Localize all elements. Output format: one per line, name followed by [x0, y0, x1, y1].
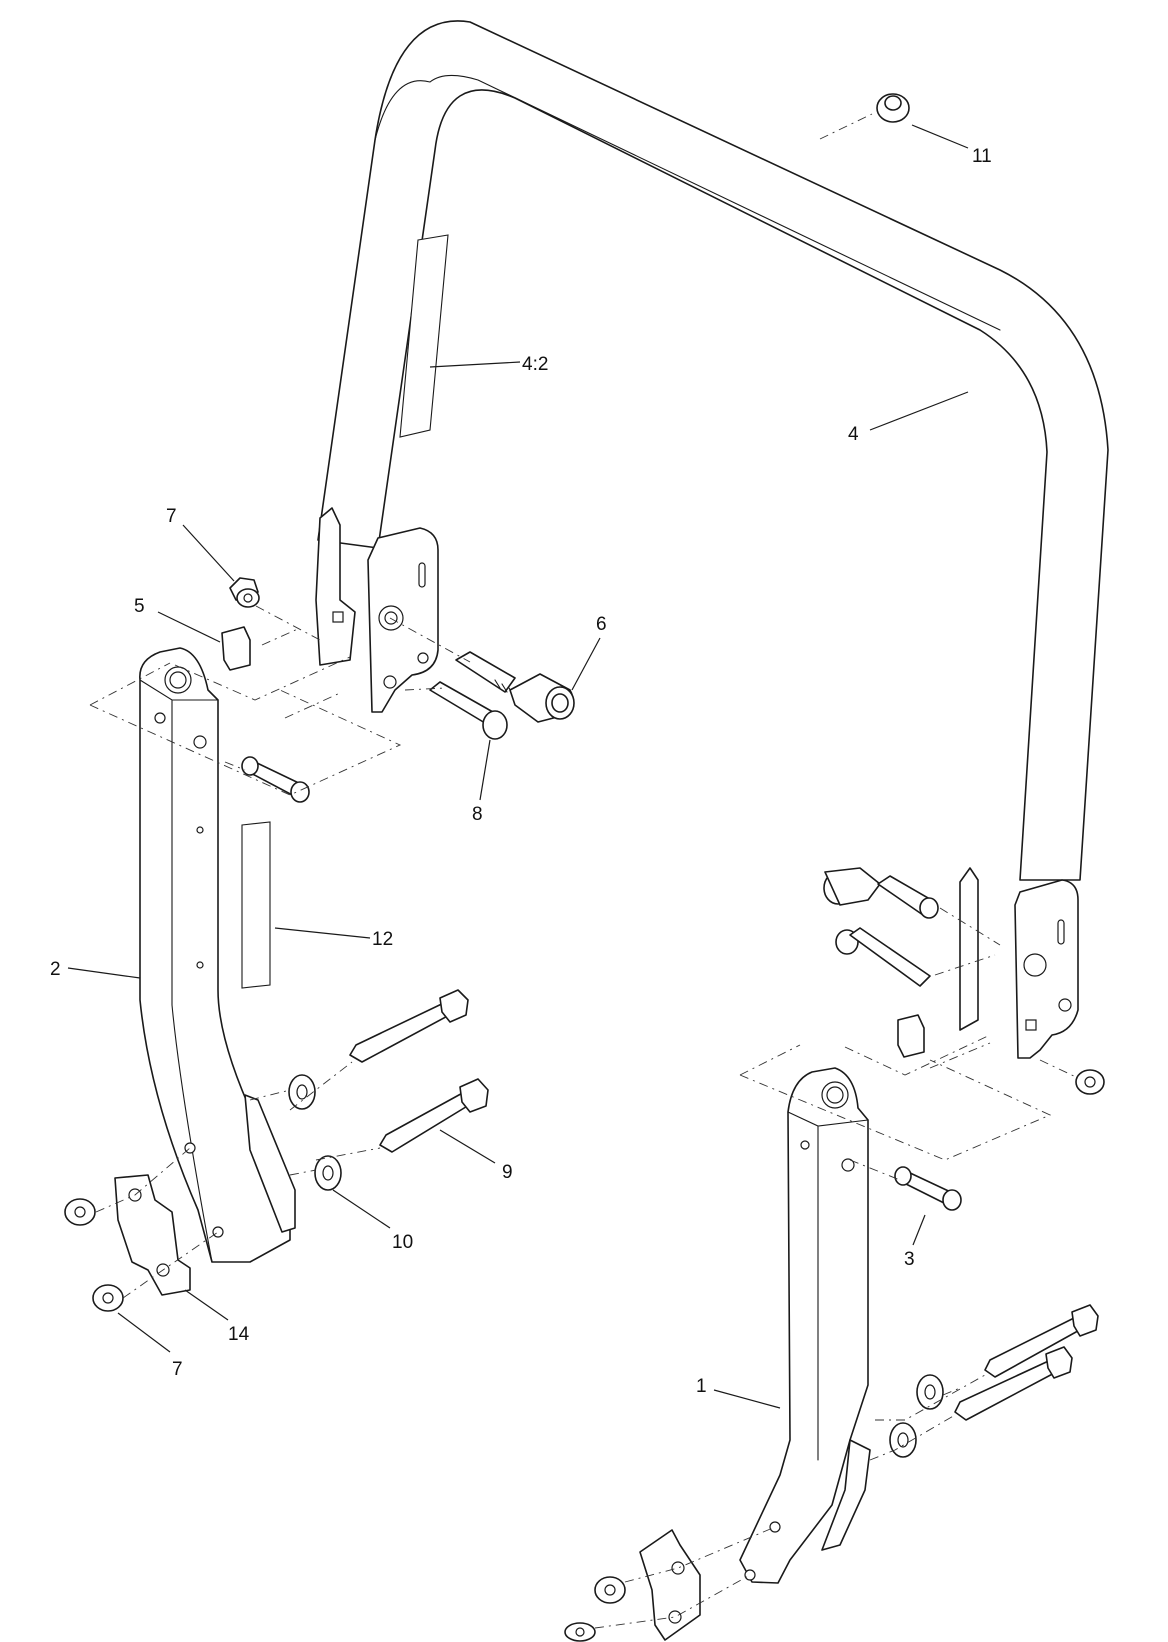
nut-7-top — [229, 577, 260, 608]
washer-right-lower — [889, 1422, 917, 1458]
nut-right-bottom-2 — [564, 1622, 596, 1642]
bolt-9-left-upper — [349, 989, 469, 1063]
nut-right — [1075, 1069, 1105, 1095]
hoop-right-plates — [959, 867, 1079, 1059]
knob-5 — [221, 626, 251, 671]
callout-6: 6 — [596, 614, 607, 635]
right-bracket — [639, 1529, 701, 1641]
left-upright — [139, 647, 296, 1263]
hoop-left-plates — [315, 507, 439, 713]
callout-1: 1 — [696, 1376, 707, 1397]
pin-8 — [429, 681, 508, 740]
washer-right-upper — [916, 1374, 944, 1410]
roll-bar-hoop — [317, 20, 1109, 881]
knob-right — [897, 1014, 925, 1058]
callout-3: 3 — [904, 1249, 915, 1270]
callout-14: 14 — [228, 1324, 250, 1345]
callout-4-2: 4:2 — [522, 354, 548, 375]
spacer-3-left — [241, 756, 310, 803]
alignment-lines — [89, 113, 1079, 1629]
callout-4: 4 — [848, 424, 859, 445]
cap-11 — [876, 93, 910, 123]
bolt-right-lower — [954, 1346, 1073, 1421]
pin-right-8 — [835, 927, 931, 987]
decal-12 — [241, 821, 271, 989]
washer-10-left-upper — [288, 1074, 316, 1110]
washer-10-left-lower — [314, 1155, 342, 1191]
callout-2: 2 — [50, 959, 61, 980]
callout-5: 5 — [134, 596, 145, 617]
callout-9: 9 — [502, 1162, 513, 1183]
bolt-9-left-lower — [379, 1078, 489, 1153]
bolt-right-upper — [984, 1304, 1099, 1378]
callout-12: 12 — [372, 929, 393, 950]
nut-7-bottom — [92, 1284, 124, 1312]
leader-lines — [67, 124, 969, 1409]
nut-left-upper — [64, 1198, 96, 1226]
callout-11: 11 — [972, 146, 992, 167]
right-upright — [739, 1067, 871, 1584]
pin-6 — [455, 651, 575, 723]
callout-7-bottom: 7 — [172, 1359, 183, 1380]
decal-4-2 — [399, 234, 449, 438]
spacer-3-right — [894, 1166, 962, 1211]
nut-right-bottom-1 — [594, 1576, 626, 1604]
callout-8: 8 — [472, 804, 483, 825]
pin-right — [823, 867, 939, 919]
callout-10: 10 — [392, 1232, 413, 1253]
callout-labels: 11 4:2 4 7 5 6 8 12 2 9 10 3 14 7 1 — [50, 146, 992, 1397]
callout-7-top: 7 — [166, 506, 177, 527]
